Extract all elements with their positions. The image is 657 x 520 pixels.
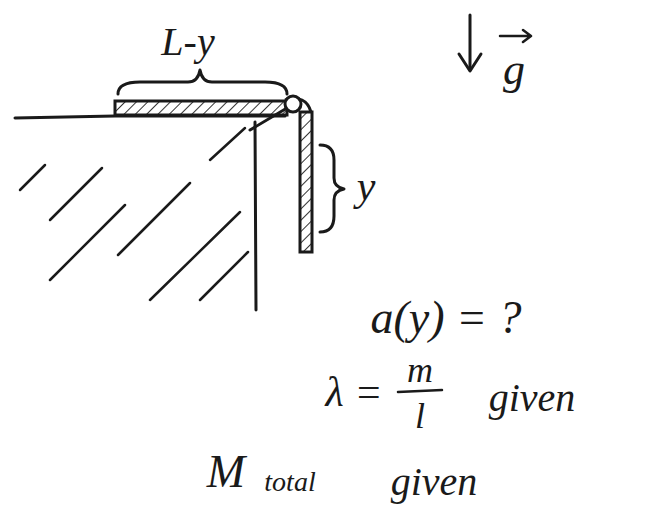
vector-arrow — [500, 30, 531, 42]
brace — [118, 70, 287, 94]
fraction-bar — [398, 390, 442, 392]
dimension-label: y — [357, 165, 376, 207]
symbol: M — [207, 449, 245, 495]
note-text: given — [391, 462, 478, 502]
dimension-label: L-y — [161, 22, 214, 62]
fraction-numerator: m — [407, 352, 433, 388]
subscript: total — [264, 468, 315, 496]
brace — [320, 145, 344, 232]
pulley — [285, 96, 301, 112]
question-note: a(y) = ? — [370, 295, 521, 341]
chain-hanging — [300, 112, 312, 252]
table-hatching — [20, 128, 248, 300]
gravity-arrow — [469, 15, 472, 70]
table-edge — [255, 122, 256, 310]
note-text: given — [489, 378, 576, 418]
equation-part: λ = — [325, 371, 382, 413]
chain-horizontal — [115, 101, 287, 115]
arrowhead — [459, 54, 481, 71]
gravity-symbol: g — [503, 48, 525, 92]
fraction-denominator: l — [415, 398, 425, 434]
